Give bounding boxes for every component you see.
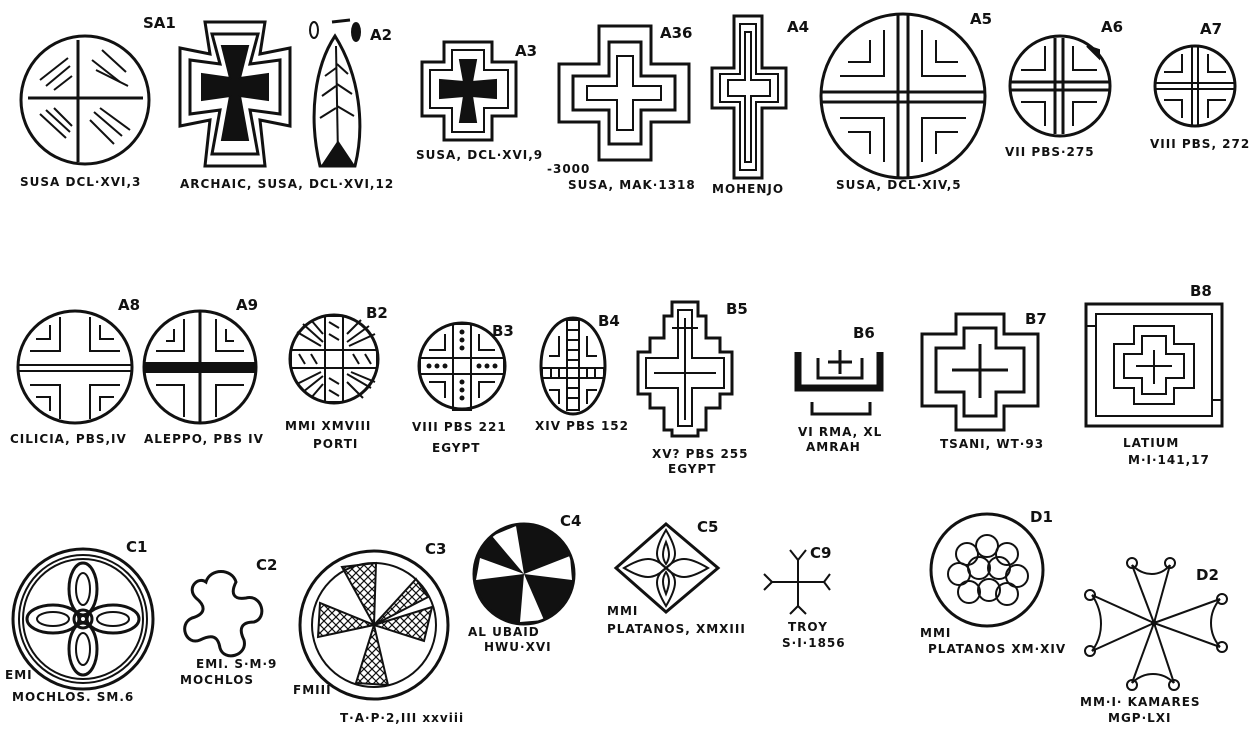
caption-b8-line1: LATIUM — [1123, 436, 1179, 450]
a9-circle-cross-figure — [138, 305, 268, 425]
caption-a3: SUSA, DCL·XVI,9 — [416, 148, 543, 162]
figure-label-a3: A3 — [515, 42, 537, 60]
caption-c1-line1: EMI — [5, 668, 33, 682]
caption-c5-line1: MMI — [607, 604, 638, 618]
figure-label-a6: A6 — [1101, 18, 1123, 36]
b7-nested-cross-figure — [918, 310, 1048, 435]
a4-mohenjo-cross-figure — [710, 12, 790, 182]
caption-b3-line2: EGYPT — [432, 441, 480, 455]
caption-a5: SUSA, DCL·XIV,5 — [836, 178, 962, 192]
a36-nested-cross-figure — [555, 24, 695, 164]
b2-hatched-cross-figure — [287, 312, 382, 407]
c3-hatched-wheel-figure — [296, 545, 456, 705]
figure-label-a4: A4 — [787, 18, 809, 36]
figure-label-c3: C3 — [425, 540, 446, 558]
caption-c9-line2: S·I·1856 — [782, 636, 846, 650]
caption-a9: ALEPPO, PBS IV — [144, 432, 264, 446]
figure-label-a7: A7 — [1200, 20, 1222, 38]
figure-label-b4: B4 — [598, 312, 620, 330]
b8-square-maze-cross-figure — [1082, 300, 1232, 430]
c4-black-white-wheel-figure — [470, 518, 580, 628]
caption-b2-line1: MMI XMVIII — [285, 419, 371, 433]
caption-d2-line1: MM·I· KAMARES — [1080, 695, 1201, 709]
a2-maltese-cross-and-plant-figure — [180, 16, 380, 176]
figure-label-d1: D1 — [1030, 508, 1053, 526]
b5-stepped-double-cross-figure — [636, 298, 736, 438]
caption-a8: CILICIA, PBS,IV — [10, 432, 127, 446]
caption-b5-line1: XV? PBS 255 — [652, 447, 749, 461]
caption-d1-line1: MMI — [920, 626, 951, 640]
caption-a2: ARCHAIC, SUSA, DCL·XVI,12 — [180, 177, 394, 191]
figure-label-a2: A2 — [370, 26, 392, 44]
caption-c3-line2: T·A·P·2,III xxviii — [340, 711, 464, 725]
figure-label-a9: A9 — [236, 296, 258, 314]
caption-c9-line1: TROY — [788, 620, 828, 634]
caption-b4: XIV PBS 152 — [535, 419, 629, 433]
caption-sa1: SUSA DCL·XVI,3 — [20, 175, 141, 189]
caption-d1-line2: PLATANOS XM·XIV — [928, 642, 1066, 656]
figure-label-b3: B3 — [492, 322, 514, 340]
figure-label-c4: C4 — [560, 512, 581, 530]
caption-b2-line2: PORTI — [313, 437, 358, 451]
figure-label-c1: C1 — [126, 538, 147, 556]
figure-label-a36: A36 — [660, 24, 692, 42]
caption-c4-line1: AL UBAID — [468, 625, 540, 639]
caption-c2-line1: EMI. S·M·9 — [196, 657, 277, 671]
caption-a7: VIII PBS, 272 — [1150, 137, 1250, 151]
caption-a36: SUSA, MAK·1318 — [568, 178, 696, 192]
caption-b6-line1: VI RMA, XL — [798, 425, 882, 439]
caption-b8-line2: M·I·141,17 — [1128, 453, 1210, 467]
d1-interlaced-lattice-figure — [925, 510, 1050, 630]
a7-circle-cross-figure — [1150, 40, 1240, 130]
caption-c5-line2: PLATANOS, XMXIII — [607, 622, 746, 636]
a3-stepped-cross-figure — [420, 38, 520, 148]
figure-label-c9: C9 — [810, 544, 831, 562]
caption-c3-line1: FMIII — [293, 683, 332, 697]
figure-label-b2: B2 — [366, 304, 388, 322]
caption-b5-line2: EGYPT — [668, 462, 716, 476]
caption-c1-line2: MOCHLOS. SM.6 — [12, 690, 134, 704]
figure-label-sa1: SA1 — [143, 14, 176, 32]
a8-circle-cross-figure — [10, 305, 140, 425]
caption-a4: MOHENJO — [712, 182, 784, 196]
figure-label-c2: C2 — [256, 556, 277, 574]
caption-b7: TSANI, WT·93 — [940, 437, 1044, 451]
figure-label-b6: B6 — [853, 324, 875, 342]
b6-bracket-cross-figure — [794, 340, 884, 420]
caption-c2-line2: MOCHLOS — [180, 673, 254, 687]
a5-circle-cross-figure — [818, 6, 988, 186]
figure-label-b8: B8 — [1190, 282, 1212, 300]
caption-b6-line2: AMRAH — [806, 440, 861, 454]
c2-rounded-cross-figure — [176, 568, 271, 663]
caption-b3-line1: VIII PBS 221 — [412, 420, 507, 434]
figure-label-b5: B5 — [726, 300, 748, 318]
figure-label-a5: A5 — [970, 10, 992, 28]
figure-label-c5: C5 — [697, 518, 718, 536]
figure-label-b7: B7 — [1025, 310, 1047, 328]
sa1-cross-seal-figure — [10, 20, 170, 170]
caption-a6: VII PBS·275 — [1005, 145, 1095, 159]
caption-a36-date: -3000 — [547, 162, 590, 176]
caption-d2-line2: MGP·LXI — [1108, 711, 1172, 725]
caption-c4-line2: HWU·XVI — [484, 640, 552, 654]
figure-label-d2: D2 — [1196, 566, 1219, 584]
a6-circle-cross-figure — [1005, 28, 1115, 138]
figure-label-a8: A8 — [118, 296, 140, 314]
